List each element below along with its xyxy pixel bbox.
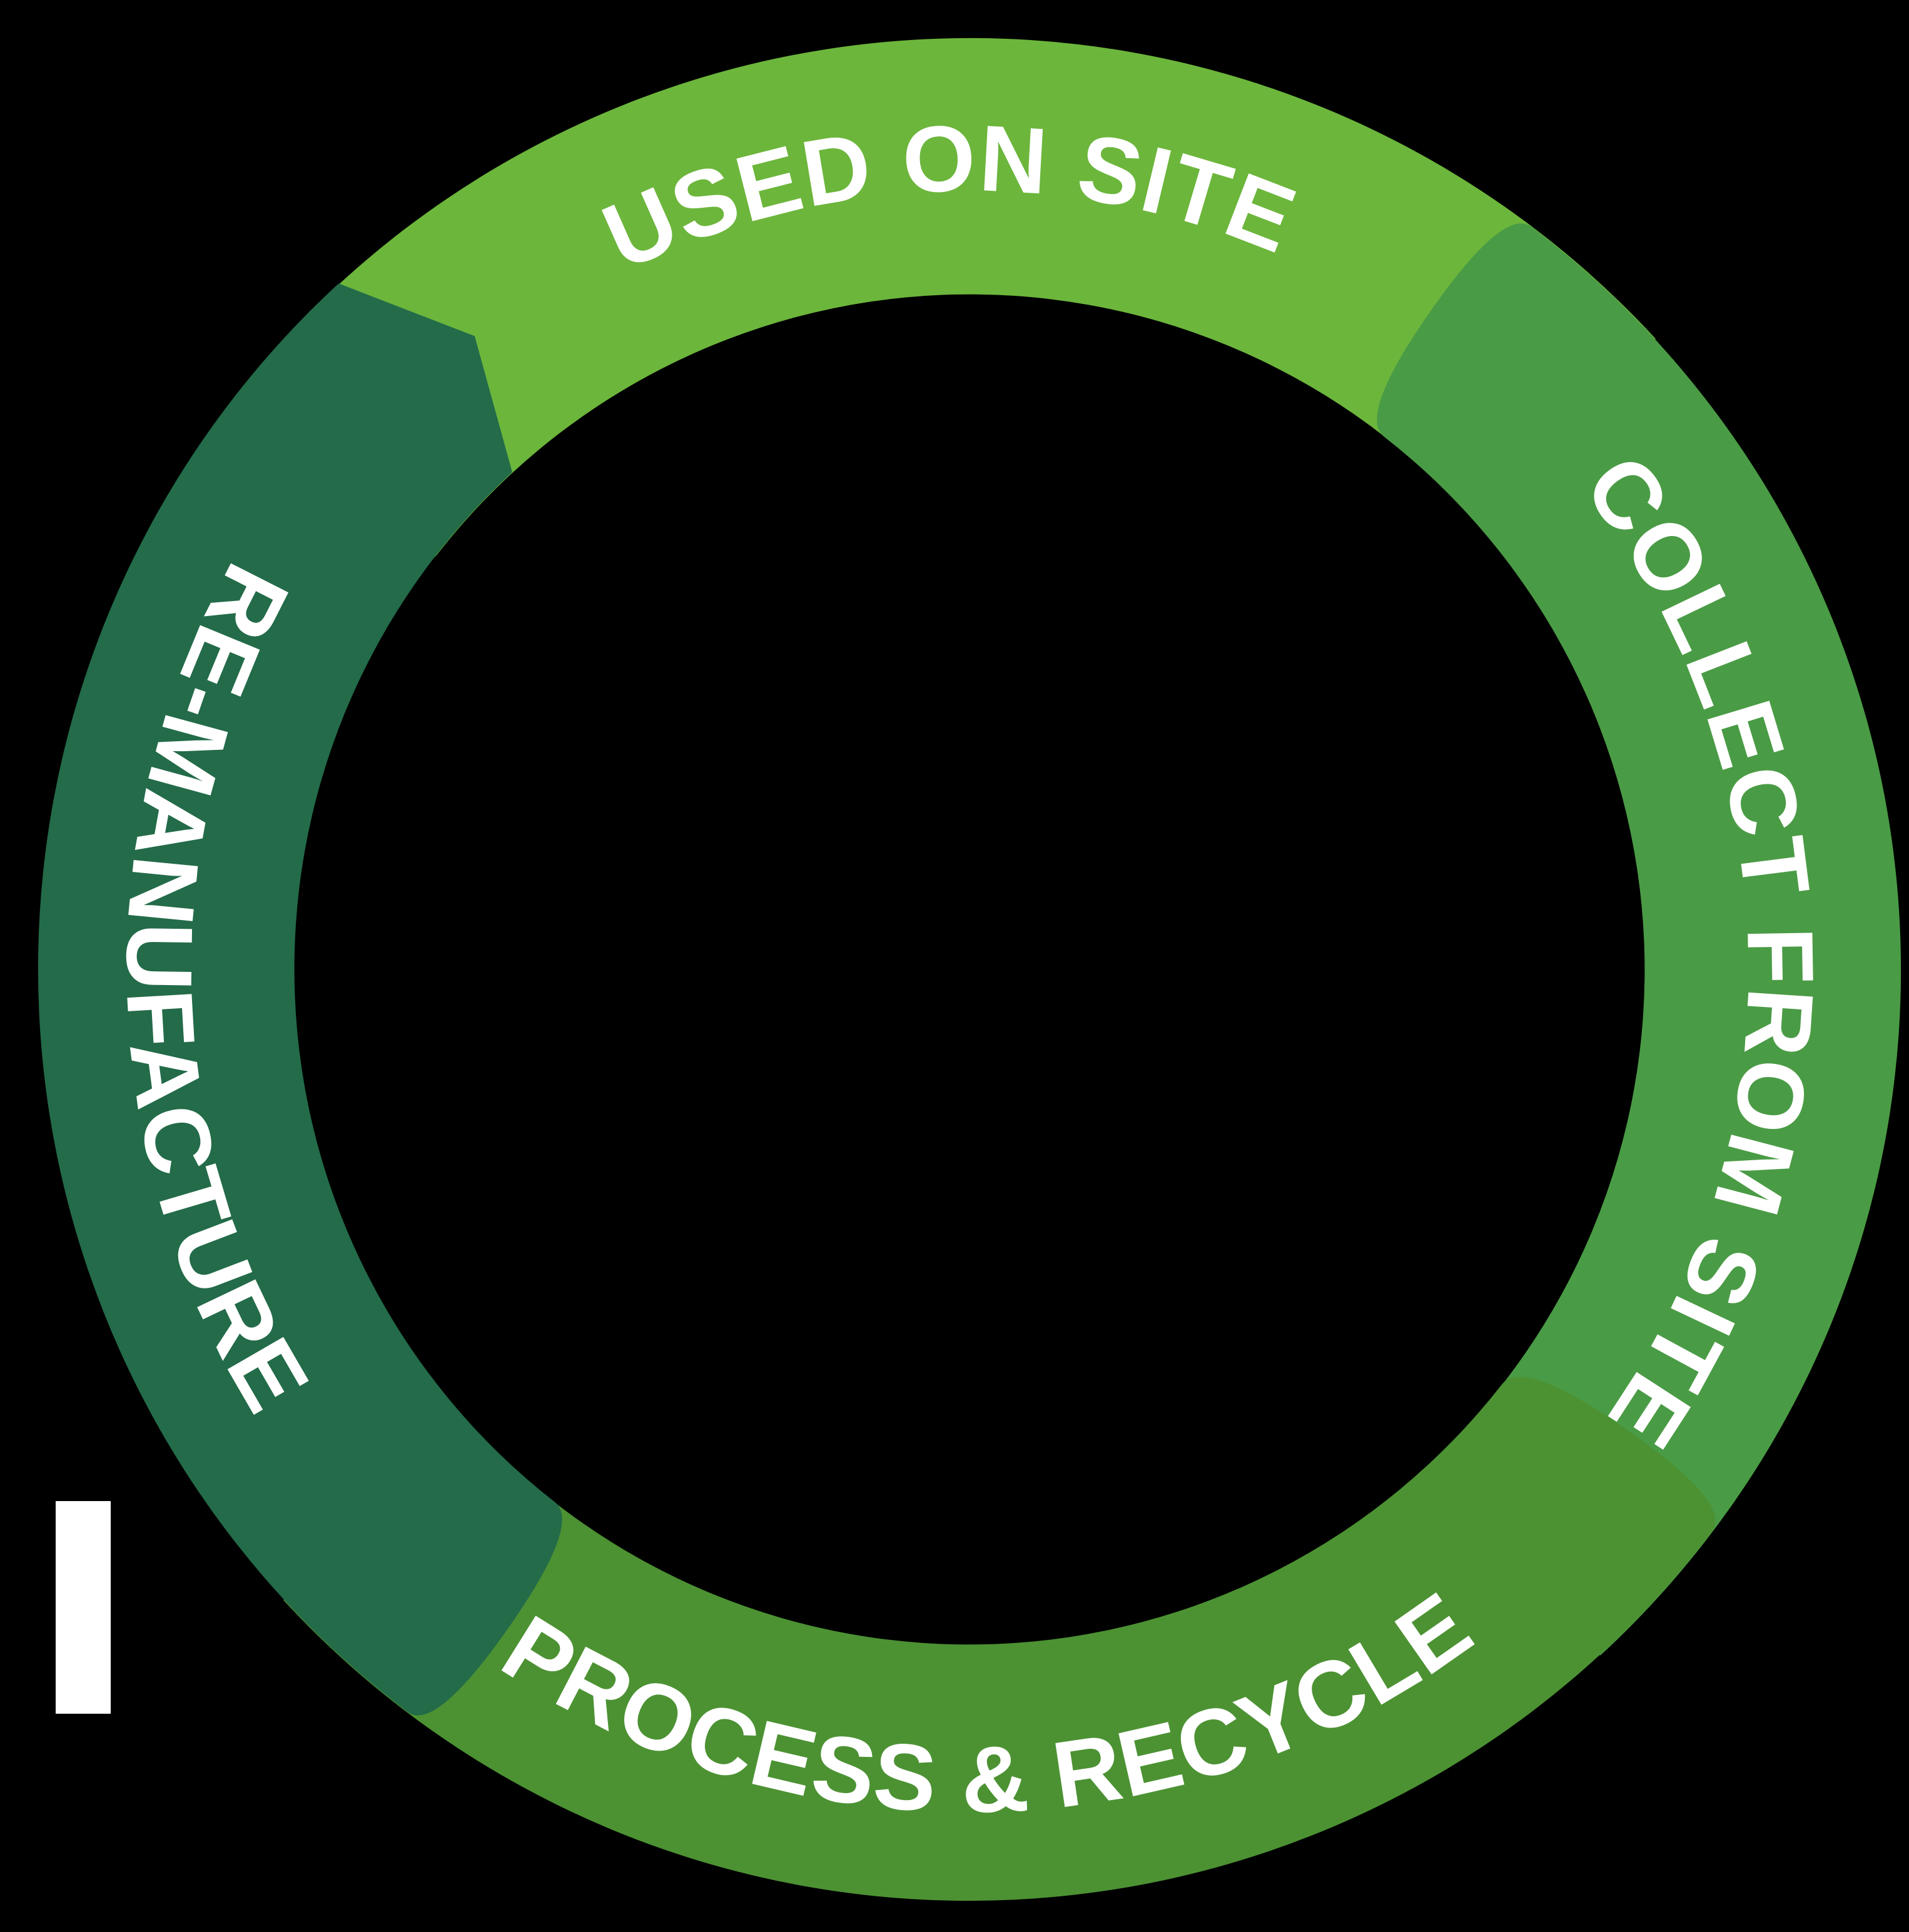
- corner-bar-marker: [56, 1501, 111, 1714]
- segment-used-on-site[interactable]: [223, 38, 1656, 562]
- segment-re-manufacture[interactable]: [38, 283, 562, 1716]
- segment-process-and-recycle[interactable]: [283, 1377, 1716, 1901]
- segments-group: [38, 38, 1901, 1901]
- segment-collect-from-site[interactable]: [1377, 223, 1901, 1656]
